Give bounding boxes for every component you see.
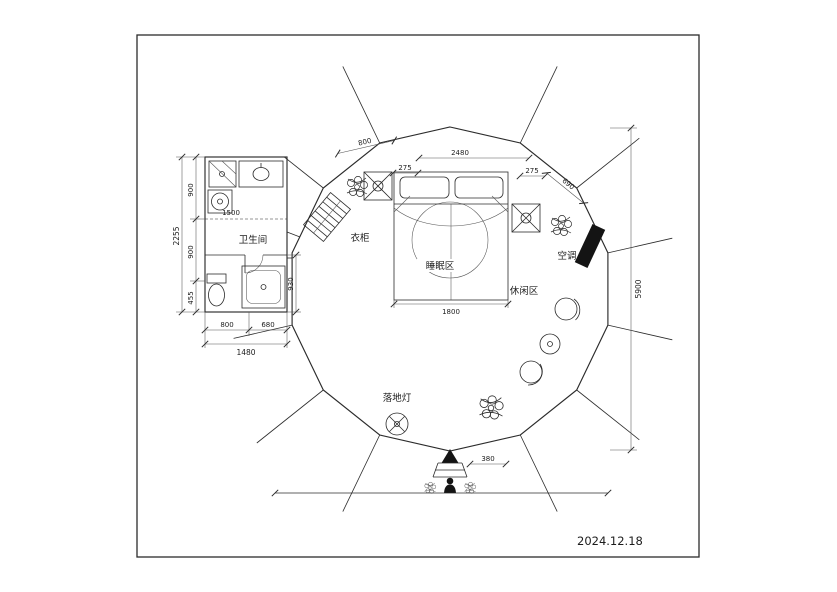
entrance: 380 <box>424 449 510 494</box>
side-table-center <box>547 341 553 347</box>
armchair-1 <box>554 297 578 321</box>
floor-lamp-label: 落地灯 <box>383 392 412 404</box>
leisure-area: 休闲区 <box>510 285 581 386</box>
guy-line <box>256 389 324 444</box>
nightstand-left <box>363 171 393 201</box>
bathroom-right-dim: 930 <box>287 251 301 316</box>
nightstand-right <box>511 203 541 233</box>
floor-lamp-symbol <box>385 412 409 436</box>
dim-bath-h1: 900 <box>187 183 195 196</box>
guy-line <box>576 137 640 189</box>
ac-unit <box>574 224 606 268</box>
shower-hatch <box>208 160 237 188</box>
guy-lines <box>233 66 673 512</box>
armchair-2-back <box>527 363 543 386</box>
overall-height-dim: 5900 <box>610 124 643 454</box>
bathroom-door-arc <box>244 254 264 274</box>
washing-machine-drum <box>211 192 229 211</box>
armchair-1-back <box>573 298 581 321</box>
wardrobe-steps: 衣柜 <box>302 191 370 244</box>
guy-line <box>342 434 381 512</box>
ground-dimension-line <box>271 489 612 497</box>
dim-height-total: 5900 <box>634 279 643 298</box>
guy-line <box>607 237 673 254</box>
shower-tray <box>241 265 286 309</box>
guy-line <box>519 66 558 144</box>
floor-lamp: 落地灯 <box>383 392 412 436</box>
bed: 睡眠区 1800 <box>390 171 512 316</box>
dim-top-b: 275 <box>398 164 411 172</box>
entrance-arrow <box>441 449 459 463</box>
passage-wall <box>286 231 301 238</box>
pillow-right <box>454 176 504 199</box>
dim-bath-w2: 680 <box>261 321 274 329</box>
ceiling-ring <box>411 201 489 279</box>
bathroom-annex: 卫生间 1500 <box>204 156 301 313</box>
dim-bath-h3: 455 <box>187 291 195 304</box>
plant-icon <box>550 215 572 236</box>
duvet-corner <box>393 195 411 213</box>
shower-drain <box>260 284 267 290</box>
pillow-left <box>399 176 450 199</box>
duvet-corner <box>491 195 509 213</box>
bathroom-label: 卫生间 <box>239 234 268 246</box>
guy-line <box>342 66 381 144</box>
person-figure-body <box>444 484 456 493</box>
guy-line <box>576 389 640 441</box>
guy-line <box>283 156 324 189</box>
floor-drain <box>219 171 225 177</box>
bathroom-left-dims: 900 900 455 2255 <box>172 153 205 316</box>
dim-bath-w1: 800 <box>220 321 233 329</box>
dim-bath-h2: 900 <box>187 245 195 258</box>
dim-top-d: 275 <box>525 167 538 175</box>
washing-machine <box>207 189 233 214</box>
tent-wall-polygon <box>291 126 609 452</box>
dim-bed-width: 1800 <box>442 308 460 316</box>
dim-bath-h-total: 2255 <box>172 226 181 245</box>
wardrobe-label: 衣柜 <box>350 232 370 244</box>
label-backing <box>417 259 463 272</box>
person-figure-head <box>446 477 454 485</box>
plant-icon <box>479 395 504 420</box>
plant-icon <box>464 481 477 494</box>
dim-top-e: 690 <box>560 177 575 192</box>
guy-line <box>607 324 673 341</box>
shower-tray-inner <box>246 270 281 304</box>
bathroom-bottom-dims: 800 680 1480 <box>201 312 291 357</box>
guy-line <box>233 324 293 339</box>
entrance-steps <box>432 462 468 478</box>
dim-bath-w-total: 1480 <box>236 348 255 357</box>
ac-unit-group: 空调 <box>557 224 606 268</box>
sink <box>252 167 270 181</box>
leisure-area-label: 休闲区 <box>510 285 539 297</box>
vanity-counter <box>238 160 284 188</box>
dim-top-a: 800 <box>357 137 372 148</box>
side-table <box>539 333 561 355</box>
date-label: 2024.12.18 <box>577 534 643 548</box>
dim-entry-width: 380 <box>481 455 494 463</box>
drawing-frame <box>136 34 700 558</box>
toilet-tank <box>206 273 227 284</box>
sleeping-area-label: 睡眠区 <box>426 260 455 272</box>
dim-bath-inner: 1500 <box>222 209 240 217</box>
guy-line <box>519 434 558 512</box>
bathroom-wall <box>204 156 288 313</box>
toilet-bowl <box>208 283 225 307</box>
armchair-2 <box>519 360 543 384</box>
washing-machine-center <box>217 198 223 205</box>
dim-bath-right-h: 930 <box>287 277 295 290</box>
dim-top-c: 2480 <box>451 149 469 157</box>
shower-hatch <box>221 160 237 175</box>
ac-label: 空调 <box>557 250 576 262</box>
plant-icon <box>346 176 368 197</box>
plant-icon <box>424 481 437 494</box>
